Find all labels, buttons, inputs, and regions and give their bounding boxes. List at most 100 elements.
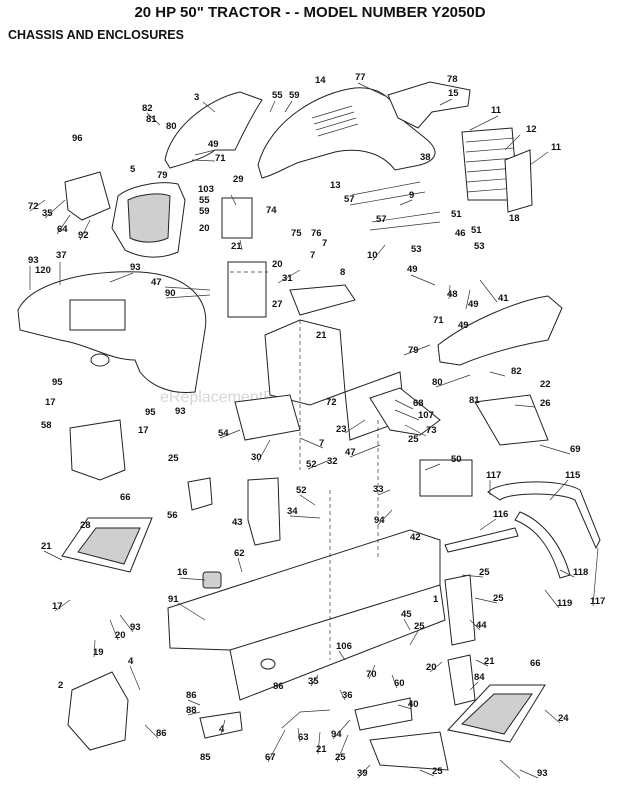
callout: 14 — [315, 75, 326, 86]
callout: 59 — [289, 90, 300, 101]
callout: 58 — [41, 420, 52, 431]
bracket-29-part — [221, 197, 253, 239]
callout: 26 — [540, 398, 551, 409]
callout: 81 — [469, 395, 480, 406]
callout: 50 — [451, 454, 462, 465]
callout: 16 — [177, 567, 188, 578]
callout: 34 — [287, 506, 298, 517]
callout: 21 — [484, 656, 495, 667]
callout: 49 — [407, 264, 418, 275]
callout: 49 — [208, 139, 219, 150]
callout: 47 — [345, 447, 356, 458]
callout: 73 — [426, 425, 437, 436]
callout: 71 — [215, 153, 226, 164]
callout: 20 — [115, 630, 126, 641]
callout: 9 — [409, 190, 414, 201]
callout: 25 — [414, 621, 425, 632]
bumper-arm — [514, 511, 571, 579]
callout: 5 — [130, 164, 136, 175]
callout: 17 — [45, 397, 56, 408]
callout: 86 — [273, 681, 284, 692]
callout: 59 — [199, 206, 210, 217]
callout: 117 — [590, 596, 605, 607]
callout: 22 — [540, 379, 551, 390]
bracket-85-part — [199, 711, 243, 739]
callout: 8 — [340, 267, 345, 278]
callout: 40 — [408, 699, 419, 710]
footrest-right-pad — [460, 693, 533, 735]
fender-seat-plate — [69, 299, 126, 331]
callout: 23 — [336, 424, 347, 435]
callout: 94 — [374, 515, 385, 526]
callout: 75 — [291, 228, 302, 239]
callout: 66 — [120, 492, 131, 503]
rear-fender-part — [17, 271, 207, 394]
callout: 93 — [537, 768, 548, 779]
callout: 25 — [168, 453, 179, 464]
callout: 25 — [479, 567, 490, 578]
callout: 20 — [199, 223, 210, 234]
callout: 27 — [272, 299, 283, 310]
callout: 10 — [367, 250, 378, 261]
callout: 42 — [410, 532, 421, 543]
callout: 63 — [298, 732, 309, 743]
callout: 33 — [373, 484, 384, 495]
callout: 69 — [570, 444, 581, 455]
callout: 82 — [511, 366, 522, 377]
grille-insert-fins — [465, 137, 517, 193]
bracket-40-part — [354, 697, 413, 731]
bracket-116-part — [444, 527, 519, 553]
callout: 21 — [231, 241, 242, 252]
callout: 91 — [168, 594, 179, 605]
callout: 57 — [344, 194, 355, 205]
callout: 96 — [72, 133, 83, 144]
side-cover-right-part — [437, 295, 563, 366]
diagram-subtitle: CHASSIS AND ENCLOSURES — [8, 28, 184, 42]
callout: 48 — [447, 289, 458, 300]
callout: 62 — [234, 548, 245, 559]
callout: 7 — [322, 238, 327, 249]
callout: 71 — [433, 315, 444, 326]
callout: 4 — [128, 656, 134, 667]
hood-grille-slots — [311, 105, 359, 137]
callout: 20 — [272, 259, 283, 270]
callout: 60 — [394, 678, 405, 689]
callout: 92 — [78, 230, 89, 241]
step-50-part — [419, 459, 473, 497]
dash-cover-part — [64, 171, 111, 221]
plate-30-part — [234, 394, 301, 441]
callout: 78 — [447, 74, 458, 85]
callout: 93 — [175, 406, 186, 417]
rod-linkage-57 — [369, 211, 441, 231]
callout: 41 — [498, 293, 509, 304]
side-panel-part — [164, 91, 263, 169]
callout: 80 — [166, 121, 177, 132]
callout: 54 — [218, 428, 229, 439]
rod-67 — [281, 709, 331, 729]
callout: 25 — [493, 593, 504, 604]
front-grille-part — [387, 81, 471, 129]
callout: 30 — [251, 452, 262, 463]
callout: 72 — [28, 201, 39, 212]
panel-73-part — [369, 387, 441, 436]
callout: 51 — [451, 209, 462, 220]
callout: 55 — [272, 90, 283, 101]
callout: 118 — [573, 567, 588, 578]
callout: 90 — [165, 288, 176, 299]
callout: 19 — [93, 647, 104, 658]
callout: 25 — [408, 434, 419, 445]
callout: 11 — [551, 142, 562, 153]
frame-hole — [260, 658, 276, 670]
front-bumper-part — [487, 481, 601, 550]
callout: 93 — [130, 262, 141, 273]
callout: 52 — [296, 485, 307, 496]
callout: 80 — [432, 377, 443, 388]
callout: 13 — [330, 180, 341, 191]
callout: 11 — [491, 105, 502, 116]
footrest-left-pad — [77, 527, 141, 565]
callout: 32 — [327, 456, 338, 467]
callout: 72 — [326, 397, 337, 408]
callout: 117 — [486, 470, 501, 481]
callout: 7 — [310, 250, 315, 261]
callout: 20 — [426, 662, 437, 673]
